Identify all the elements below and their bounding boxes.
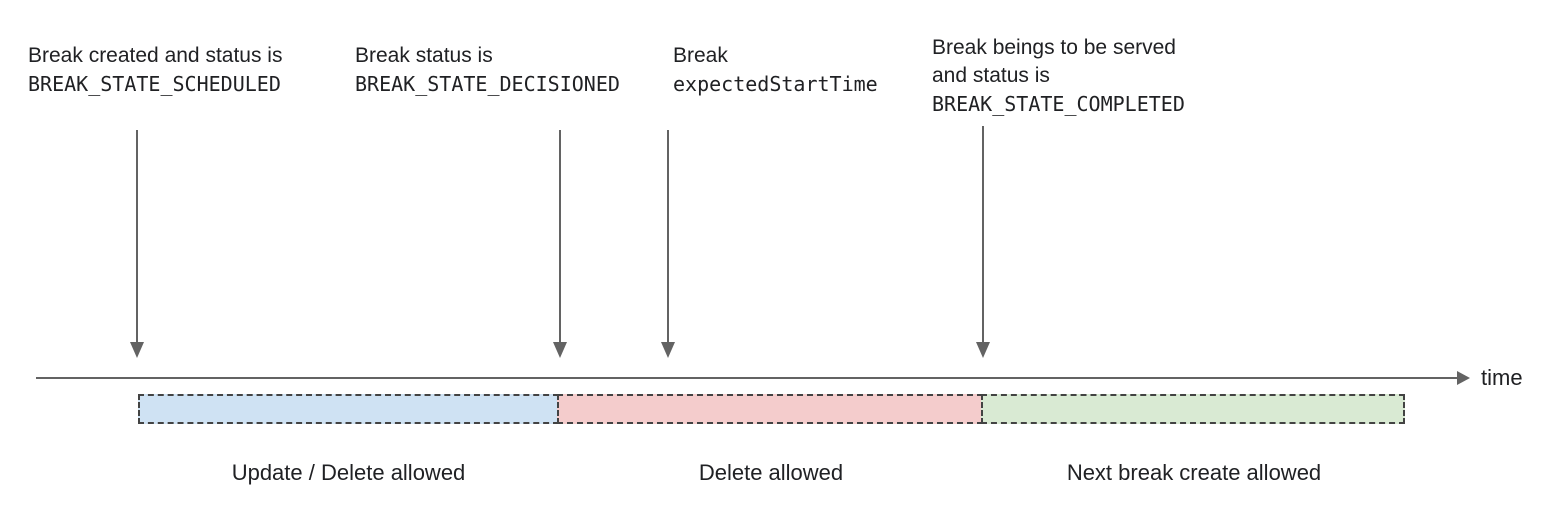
segment-delete-allowed [557,394,983,424]
event-arrow-scheduled [130,130,144,358]
annotation-code-text: BREAK_STATE_SCHEDULED [28,72,281,96]
arrow-down-icon [553,342,567,358]
annotation-break-completed: Break beings to be served and status is … [932,34,1185,118]
arrow-down-icon [976,342,990,358]
annotation-expected-start-time: Break expectedStartTime [673,42,878,98]
segment-label-next-break-create-allowed: Next break create allowed [1066,460,1322,485]
segment-label-update-delete-allowed: Update / Delete allowed [231,460,466,485]
arrow-down-icon [130,342,144,358]
annotation-break-scheduled: Break created and status is BREAK_STATE_… [28,42,282,98]
arrow-line [667,130,669,343]
annotation-text: and status is [932,64,1050,87]
event-arrow-expected-start [661,130,675,358]
annotation-text: Break beings to be served [932,36,1176,59]
annotation-break-decisioned: Break status is BREAK_STATE_DECISIONED [355,42,620,98]
segment-label-delete-allowed: Delete allowed [698,460,844,485]
annotation-text: Break created and status is [28,44,283,67]
timeline-axis-label: time [1481,365,1523,390]
timeline-axis [36,371,1470,385]
arrow-down-icon [661,342,675,358]
annotation-code-text: BREAK_STATE_DECISIONED [355,72,620,96]
segment-next-break-create-allowed [981,394,1405,424]
annotation-text: Break [673,44,728,67]
segment-update-delete-allowed [138,394,559,424]
annotation-code-text: expectedStartTime [673,72,878,96]
annotation-code-text: BREAK_STATE_COMPLETED [932,92,1185,116]
arrow-line [982,126,984,343]
event-arrow-completed [976,126,990,358]
arrow-line [559,130,561,343]
event-arrow-decisioned [553,130,567,358]
annotation-text: Break status is [355,44,493,67]
arrow-line [136,130,138,343]
arrow-right-icon [1457,371,1470,385]
timeline-line [36,377,1459,379]
